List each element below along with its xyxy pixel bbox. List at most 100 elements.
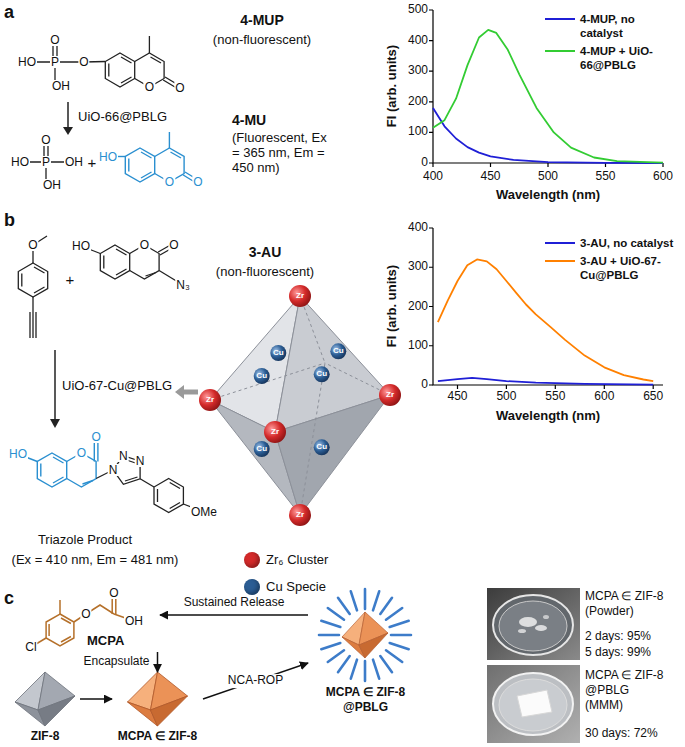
photo-caption: MCPA ∈ ZIF-8 xyxy=(585,590,663,604)
legend-label: 4-MUP + UiO-66@PBLG xyxy=(580,44,680,72)
atom-label: O xyxy=(144,81,155,93)
pointer-arrow xyxy=(184,390,198,395)
structure-4-mup xyxy=(151,57,162,63)
cluster-label: Zr xyxy=(296,511,304,519)
atom-label: O xyxy=(40,134,51,146)
tick-label: 400 xyxy=(423,170,443,184)
compound-name: 4-MUP xyxy=(240,12,284,28)
spectrum-chart-a xyxy=(433,108,663,163)
mof-octahedron xyxy=(314,366,330,382)
reaction-arrow xyxy=(63,127,73,135)
structure-4-mup xyxy=(27,61,105,63)
loaded-octahedron xyxy=(128,672,188,726)
legend-label: Cu Specie xyxy=(266,580,326,595)
axis-title: Wavelength (nm) xyxy=(496,188,600,203)
legend-label: 4-MUP, no catalyst xyxy=(580,12,650,40)
mof-octahedron xyxy=(264,421,286,443)
atom-label: N xyxy=(108,464,119,476)
structure-3-au xyxy=(104,249,127,275)
mof-octahedron xyxy=(289,504,311,526)
flow-arrow xyxy=(80,698,112,700)
copper-label: Cu xyxy=(256,445,267,453)
mof-octahedron xyxy=(379,384,401,406)
legend-swatch xyxy=(244,579,260,595)
structure-triazole-product xyxy=(18,437,98,487)
structure-4-mup xyxy=(149,36,150,53)
legend-label: 3-AU, no catalyst xyxy=(580,236,684,250)
photo-powder xyxy=(487,588,580,660)
annotation: UiO-66@PBLG xyxy=(78,110,167,125)
node-label: MCPA ∈ ZIF-8 @PBLG xyxy=(308,685,423,715)
photo-powder xyxy=(493,595,573,655)
pblg-particle xyxy=(359,633,388,658)
cluster-label: Zr xyxy=(271,428,279,436)
spectrum-chart-a xyxy=(545,18,575,20)
pointer-arrow xyxy=(175,385,184,399)
compound-name: 3-AU xyxy=(249,244,282,260)
tick-label: 300 xyxy=(408,260,428,274)
spectrum-chart-a xyxy=(429,10,663,167)
photo-caption: @PBLG xyxy=(585,684,629,698)
structure-4-mu xyxy=(108,132,199,184)
arrow-label: Sustained Release xyxy=(182,596,287,610)
mof-octahedron xyxy=(254,368,270,384)
structure-4-mu xyxy=(125,148,154,182)
node-group: MCPA ∈ ZIF-8 @PBLG xyxy=(308,587,423,717)
mof-octahedron xyxy=(270,345,286,361)
legend-swatch xyxy=(244,552,260,568)
atom-label: HO xyxy=(71,240,91,252)
flow-arrow xyxy=(203,663,308,699)
tick-label: 0 xyxy=(421,156,428,170)
photo-membrane xyxy=(517,690,552,717)
structure-mcpa xyxy=(31,593,134,647)
copper-label: Cu xyxy=(256,372,267,380)
atom-label: OH xyxy=(64,156,84,168)
structure-anisole xyxy=(30,297,36,338)
structure-mcpa xyxy=(59,600,61,614)
tick-label: 500 xyxy=(496,390,516,404)
structure-triazole-product xyxy=(83,481,94,485)
tick-label: 550 xyxy=(595,170,615,184)
reaction-arrow xyxy=(63,102,73,135)
loaded-octahedron xyxy=(151,696,188,726)
atom-label: O xyxy=(139,239,150,251)
atom-label: O xyxy=(108,587,119,599)
structure-4-mup xyxy=(105,53,134,87)
copper-label: Cu xyxy=(273,349,284,357)
photo-powder xyxy=(487,588,580,660)
atom-label: HO xyxy=(8,448,28,460)
photo-powder xyxy=(499,601,567,651)
mof-octahedron xyxy=(199,389,221,411)
atom-label: Cl xyxy=(24,641,37,653)
tick-label: 450 xyxy=(447,390,467,404)
annotation: Triazole Product xyxy=(38,533,132,548)
atom-label: O xyxy=(78,56,89,68)
photo-caption: 2 days: 95% xyxy=(585,630,651,644)
reaction-arrow xyxy=(50,419,60,428)
flow-arrow xyxy=(160,614,308,616)
atom-label: HO xyxy=(10,156,30,168)
legend-label: 3-AU + UiO-67-Cu@PBLG xyxy=(580,254,682,282)
spectrum-chart-b xyxy=(545,242,575,244)
mof-octahedron xyxy=(330,343,346,359)
mof-octahedron xyxy=(254,441,270,457)
atom-label: O xyxy=(76,447,87,459)
tick-label: 550 xyxy=(545,390,565,404)
pointer-arrow xyxy=(175,385,198,399)
photo-powder xyxy=(518,629,526,633)
photo-membrane xyxy=(487,665,580,743)
structure-3-au xyxy=(100,245,129,279)
atom-label: OMe xyxy=(190,506,218,518)
arrow-label: NCA-ROP xyxy=(226,674,285,688)
panel-letter: a xyxy=(4,2,14,23)
node-group: MCPA xyxy=(18,586,160,652)
tick-label: 0 xyxy=(421,378,428,392)
tick-label: 500 xyxy=(408,3,428,17)
atom-label: P xyxy=(50,56,60,68)
node-group: MCPA ∈ ZIF-8 xyxy=(112,672,203,746)
structure-3-au xyxy=(146,273,157,277)
spectrum-chart-b xyxy=(545,260,575,262)
structure-triazole-product xyxy=(37,453,66,487)
mof-octahedron xyxy=(314,439,330,455)
